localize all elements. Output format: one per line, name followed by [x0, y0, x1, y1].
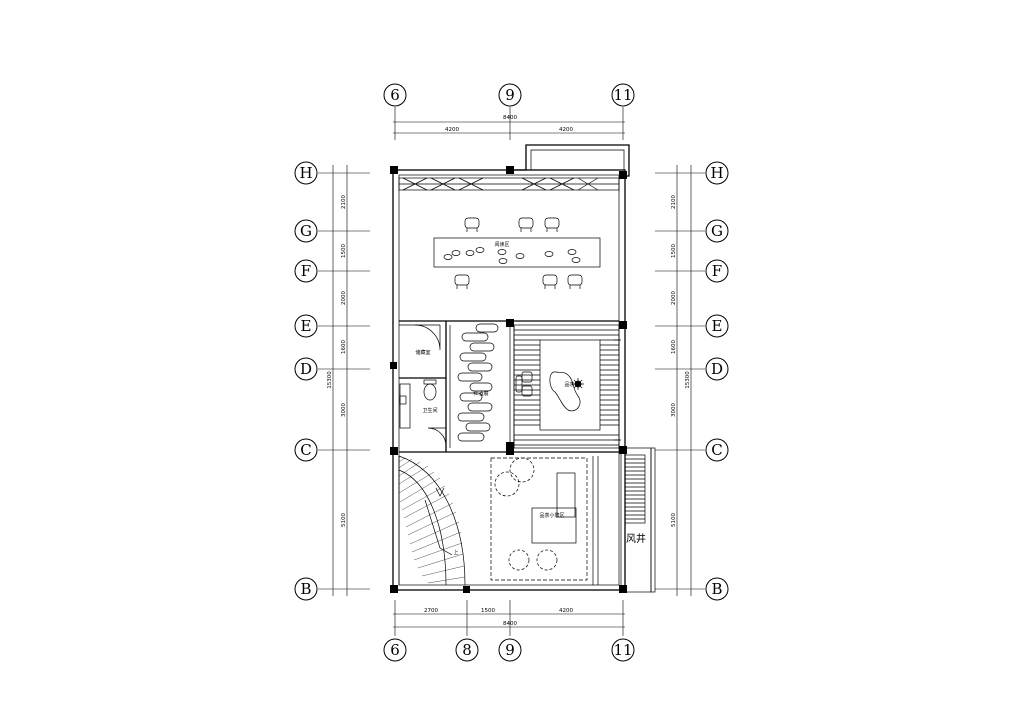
- grid-lines-vertical: [394, 107, 624, 636]
- toilet-label: 卫生间: [422, 407, 437, 414]
- left-dim-2: 1500: [341, 244, 347, 258]
- axis-bubble-left-G: G: [294, 219, 318, 243]
- svg-text:F: F: [712, 262, 722, 280]
- axis-bubble-right-D: D: [705, 357, 729, 381]
- left-total-dim: 15300: [327, 371, 333, 389]
- top-dim-2: 4200: [559, 127, 573, 133]
- grid-lines-right: [655, 172, 705, 590]
- right-dim-3: 2000: [671, 291, 677, 305]
- axis-bubble-left-C: C: [294, 438, 318, 462]
- left-dim-6: 5100: [341, 513, 347, 527]
- outer-walls: [392, 144, 656, 593]
- axis-bubble-right-C: C: [705, 438, 729, 462]
- right-dim-5: 3000: [671, 403, 677, 417]
- columns: [390, 166, 627, 593]
- svg-text:9: 9: [505, 86, 515, 104]
- axis-bubble-bottom-9: 9: [498, 638, 522, 662]
- storage-label: 储藏室: [415, 349, 430, 356]
- top-dimensions: 8400 4200 4200: [393, 115, 625, 134]
- left-dimensions: 15300 2100 1500 2000 1600 3000 5100: [327, 165, 348, 596]
- svg-text:F: F: [301, 262, 311, 280]
- right-total-dim: 15300: [685, 371, 691, 389]
- svg-text:9: 9: [505, 641, 515, 659]
- right-dimensions: 2100 1500 2000 1600 3000 5100 15300: [671, 165, 692, 596]
- svg-text:E: E: [301, 317, 312, 335]
- axis-bubble-left-D: D: [294, 357, 318, 381]
- svg-text:H: H: [299, 164, 312, 182]
- svg-text:11: 11: [613, 86, 632, 104]
- grid-lines-left: [318, 172, 370, 590]
- right-dim-4: 1600: [671, 340, 677, 354]
- axis-bubble-left-E: E: [294, 314, 318, 338]
- left-dim-4: 1600: [341, 340, 347, 354]
- axis-bubble-left-B: B: [294, 577, 318, 601]
- svg-text:6: 6: [390, 641, 400, 659]
- axis-bubble-top-11: 11: [611, 83, 635, 107]
- bottom-dim-2: 1500: [481, 608, 495, 614]
- svg-text:6: 6: [390, 86, 400, 104]
- top-total-dim: 8400: [503, 115, 517, 121]
- axis-bubble-right-F: F: [705, 259, 729, 283]
- axis-bubble-right-E: E: [705, 314, 729, 338]
- bottom-total-dim: 8400: [503, 621, 517, 627]
- svg-text:B: B: [300, 580, 311, 598]
- reading-table: [433, 237, 601, 268]
- axis-bubble-left-F: F: [294, 259, 318, 283]
- svg-text:C: C: [300, 441, 311, 459]
- top-window-strip: [398, 177, 620, 191]
- reading-area-label: 阅读区: [494, 241, 509, 248]
- svg-text:E: E: [712, 317, 723, 335]
- toilet-fixtures: [399, 379, 437, 429]
- axis-bubble-bottom-11: 11: [611, 638, 635, 662]
- tasting-zone: [490, 457, 588, 581]
- axis-bubble-bottom-6: 6: [383, 638, 407, 662]
- bottom-dimensions: 2700 1500 4200 8400: [393, 608, 625, 628]
- svg-text:8: 8: [462, 641, 472, 659]
- axis-bubble-top-9: 9: [498, 83, 522, 107]
- svg-text:H: H: [710, 164, 723, 182]
- tasting-label: 品茶小憩区: [539, 512, 564, 519]
- axis-bubble-top-6: 6: [383, 83, 407, 107]
- left-dim-1: 2100: [341, 195, 347, 209]
- left-dim-5: 3000: [341, 403, 347, 417]
- svg-text:B: B: [711, 580, 722, 598]
- axis-bubble-right-B: B: [705, 577, 729, 601]
- svg-text:D: D: [711, 360, 723, 378]
- svg-text:G: G: [711, 222, 723, 240]
- axis-bubble-right-H: H: [705, 161, 729, 185]
- interior-walls: [399, 320, 619, 585]
- curved-stair: [398, 455, 466, 586]
- display-stones: [457, 323, 499, 442]
- left-dim-3: 2000: [341, 291, 347, 305]
- shaft-hatch: [624, 454, 646, 524]
- bottom-dim-1: 2700: [424, 608, 438, 614]
- tea-room-floor: [513, 324, 620, 449]
- display-label: 红酒展: [473, 390, 488, 397]
- tea-table: [515, 371, 584, 412]
- axis-bubble-bottom-8: 8: [455, 638, 479, 662]
- right-dim-6: 5100: [671, 513, 677, 527]
- stair-up-label: 上: [453, 549, 458, 556]
- right-dim-2: 1500: [671, 244, 677, 258]
- right-dim-1: 2100: [671, 195, 677, 209]
- reading-chairs: [454, 217, 583, 289]
- top-dim-1: 4200: [445, 127, 459, 133]
- svg-text:D: D: [300, 360, 312, 378]
- axis-bubble-left-H: H: [294, 161, 318, 185]
- tea-label: 品茶区: [564, 381, 579, 388]
- bottom-dim-3: 4200: [559, 608, 573, 614]
- axis-bubble-right-G: G: [705, 219, 729, 243]
- svg-text:G: G: [300, 222, 312, 240]
- shaft-label: 风井: [626, 532, 646, 545]
- svg-text:C: C: [711, 441, 722, 459]
- svg-text:11: 11: [613, 641, 632, 659]
